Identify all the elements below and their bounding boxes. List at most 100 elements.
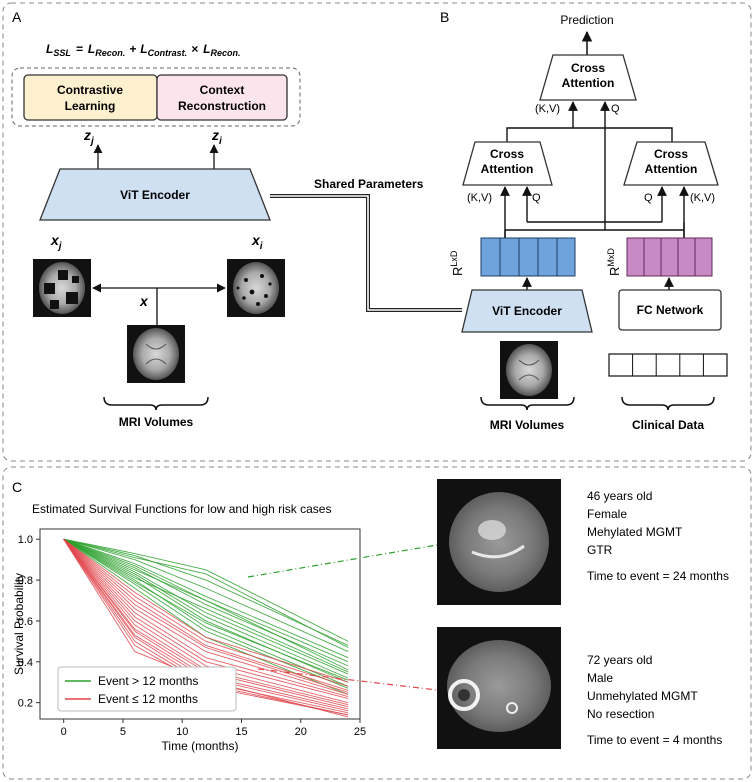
zi-label: zi <box>211 127 222 147</box>
case-2-mri <box>437 627 561 749</box>
x-tick-label-4: 20 <box>295 726 307 738</box>
panel-c-label: C <box>12 479 22 495</box>
x-tick-label-5: 25 <box>354 726 366 738</box>
left-kv-label: (K,V) <box>467 192 492 204</box>
left-q-label: Q <box>532 192 541 204</box>
curve-event-le-12-10 <box>63 538 349 714</box>
contrastive-label-1: Contrastive <box>57 83 123 97</box>
loss-equation: LSSL=LRecon.+LContrast.×LRecon. <box>46 42 240 58</box>
context-label-2: Reconstruction <box>178 99 266 113</box>
top-kv-label: (K,V) <box>535 103 560 115</box>
case-2-sex: Male <box>587 671 613 685</box>
context-label-1: Context <box>200 83 245 97</box>
panel-ab-border <box>2 2 752 462</box>
curve-event-gt-12-5 <box>63 538 349 663</box>
curve-event-gt-12-13 <box>63 538 349 695</box>
y-tick-label-4: 1.0 <box>18 534 33 546</box>
case-1-connector <box>247 544 438 578</box>
survival-curves <box>63 538 349 718</box>
case-1-age: 46 years old <box>587 489 652 503</box>
curve-event-gt-12-8 <box>63 538 349 675</box>
top-cross-label-2: Attention <box>562 76 615 90</box>
vit-encoder-a-label: ViT Encoder <box>120 188 190 202</box>
case-1-info: 46 years old Female Mehylated MGMT GTR T… <box>587 489 729 583</box>
cross-routing <box>504 221 685 238</box>
right-cross-label-1: Cross <box>654 147 688 161</box>
clinical-data-label: Clinical Data <box>632 418 704 432</box>
case-1-mri <box>437 479 561 605</box>
case-2-mgmt: Unmehylated MGMT <box>587 689 698 703</box>
prediction-label: Prediction <box>560 13 613 27</box>
context-reconstruction-box <box>156 74 288 121</box>
left-cross-attention <box>462 141 553 186</box>
mri-noisy-xi <box>227 259 285 317</box>
curve-event-le-12-0 <box>63 538 349 687</box>
curve-event-gt-12-3 <box>63 538 349 648</box>
r-mxd-label: RMxD <box>606 248 622 276</box>
curve-event-le-12-6 <box>63 538 349 706</box>
curve-event-le-12-14 <box>63 538 349 683</box>
top-merge-lines <box>506 127 673 142</box>
curve-event-gt-12-9 <box>63 538 349 679</box>
case-2-info: 72 years old Male Unmehylated MGMT No re… <box>587 653 722 747</box>
right-q-label: Q <box>644 192 653 204</box>
case-1-mgmt: Mehylated MGMT <box>587 525 683 539</box>
x-axis-label: Time (months) <box>162 739 239 753</box>
image-embedding-tokens <box>480 237 576 277</box>
case-1-sex: Female <box>587 507 627 521</box>
curve-event-gt-12-15 <box>63 538 349 681</box>
left-cross-label-2: Attention <box>481 162 534 176</box>
curve-event-le-12-9 <box>63 538 349 712</box>
vit-encoder-b <box>461 289 593 333</box>
fc-network-box <box>618 289 722 331</box>
x-tick-label-3: 15 <box>235 726 247 738</box>
y-tick-label-3: 0.8 <box>18 575 33 587</box>
shared-parameters-link <box>270 194 462 312</box>
clinical-data-brace <box>621 396 715 411</box>
vit-encoder-b-label: ViT Encoder <box>492 304 562 318</box>
xi-label: xi <box>251 232 263 252</box>
ssl-heads-group <box>11 67 301 127</box>
panel-a-label: A <box>12 9 22 25</box>
curve-event-le-12-4 <box>63 538 349 700</box>
x-tick-label-0: 0 <box>61 726 67 738</box>
y-axis-label: Survival Probability <box>12 573 26 675</box>
case-2-age: 72 years old <box>587 653 652 667</box>
vit-encoder-a <box>39 168 271 221</box>
curve-event-le-12-3 <box>63 538 349 697</box>
curve-event-gt-12-4 <box>63 538 349 659</box>
legend-label-red: Event ≤ 12 months <box>98 692 198 706</box>
clinical-data-vector <box>608 353 728 377</box>
curve-event-le-12-11 <box>63 538 349 716</box>
x-tick-label-1: 5 <box>120 726 126 738</box>
mri-volumes-b-brace <box>480 396 575 411</box>
mri-input-a <box>127 325 185 383</box>
chart-legend: Event > 12 months Event ≤ 12 months <box>57 666 237 712</box>
y-tick-label-1: 0.4 <box>18 657 33 669</box>
mri-volumes-b-label: MRI Volumes <box>490 418 565 432</box>
left-cross-label-1: Cross <box>490 147 524 161</box>
legend-label-green: Event > 12 months <box>98 674 198 688</box>
zj-label: zj <box>83 127 94 147</box>
curve-event-gt-12-11 <box>63 538 349 687</box>
curve-event-le-12-15 <box>63 538 349 718</box>
mri-masked-xj <box>33 259 91 317</box>
case-2-connector <box>257 668 438 691</box>
case-2-time: Time to event = 4 months <box>587 733 722 747</box>
case-1-time: Time to event = 24 months <box>587 569 729 583</box>
xj-label: xj <box>50 232 62 252</box>
top-cross-label-1: Cross <box>571 61 605 75</box>
top-q-label: Q <box>611 103 620 115</box>
fc-network-label: FC Network <box>637 303 704 317</box>
mri-volumes-a-label: MRI Volumes <box>119 415 194 429</box>
shared-parameters-label: Shared Parameters <box>314 177 424 191</box>
y-tick-label-0: 0.2 <box>18 698 33 710</box>
top-cross-attention <box>539 54 637 101</box>
curve-event-le-12-7 <box>63 538 349 708</box>
clinical-embedding-tokens <box>626 237 713 277</box>
curve-event-le-12-1 <box>63 538 349 691</box>
r-lxd-label: RLxD <box>449 250 465 276</box>
